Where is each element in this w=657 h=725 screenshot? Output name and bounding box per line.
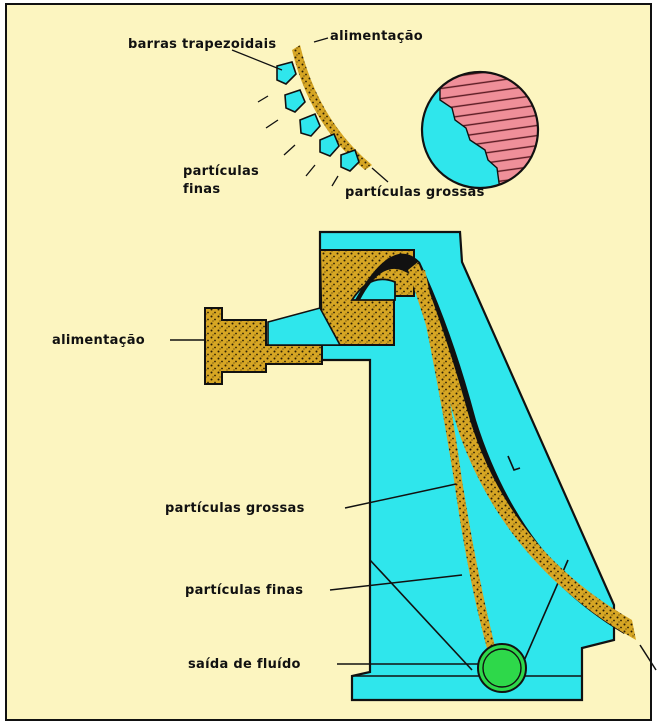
label-main-feed: alimentação	[52, 333, 145, 348]
fluid-outlet	[478, 644, 526, 692]
label-main-fine: partículas finas	[185, 583, 303, 598]
label-top-feed: alimentação	[330, 29, 423, 44]
label-top-coarse: partículas grossas	[345, 185, 485, 200]
label-main-coarse: partículas grossas	[165, 501, 305, 516]
label-main-outlet: saída de fluído	[188, 657, 301, 672]
label-top-fine-2: finas	[183, 182, 220, 197]
label-top-fine-1: partículas	[183, 164, 259, 179]
label-trapezoidal-bars: barras trapezoidais	[128, 37, 276, 52]
